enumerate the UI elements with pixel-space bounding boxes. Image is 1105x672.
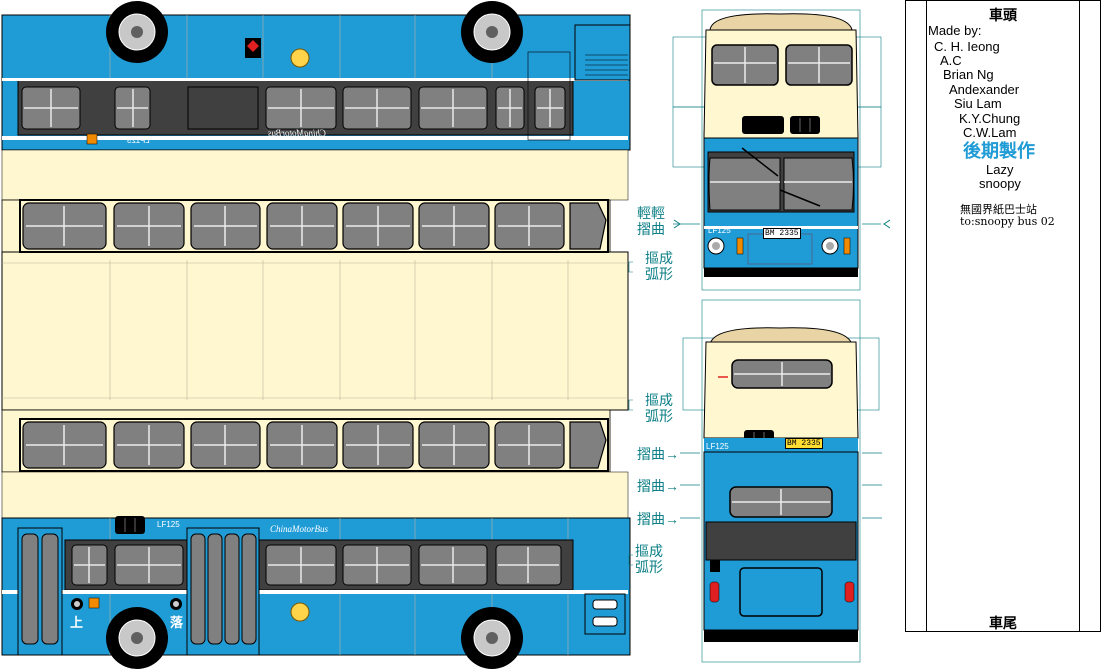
author-5: Siu Lam: [954, 96, 1002, 111]
rear-view: [680, 299, 882, 663]
author-7: C.W.Lam: [963, 125, 1017, 140]
author-3: Brian Ng: [943, 67, 994, 82]
rear-fleet-number: LF125: [706, 442, 729, 451]
note-curve-2: 摳成 弧形: [645, 392, 673, 424]
company-emblem-top: [290, 48, 310, 68]
company-emblem-bottom: [290, 602, 310, 622]
note-fold-3: 摺曲→: [637, 511, 679, 527]
rear-plate: BM 2335: [785, 438, 823, 449]
author-4: Andexander: [949, 82, 1020, 97]
door-boarding-label: 上: [70, 615, 84, 630]
post-author-2: snoopy: [979, 176, 1021, 191]
wheel-bottom-left: [106, 607, 168, 669]
brand-upper-mirror: ChinaMotorBus: [268, 128, 327, 138]
rear-door: [186, 527, 260, 656]
wheel-top-left: [106, 1, 168, 63]
front-plate: BM 2335: [763, 228, 801, 239]
note-light-fold: 輕輕 摺曲: [637, 205, 665, 237]
post-author-1: Lazy: [986, 162, 1014, 177]
site-name: 無國界紙巴士站: [960, 203, 1037, 216]
credits-panel: 車頭 Made by: C. H. Ieong A.C Brian Ng And…: [905, 0, 1101, 632]
roof-panel: [1, 251, 629, 411]
wheel-bottom-right: [461, 607, 523, 669]
cream-belt-upper: [1, 149, 629, 201]
front-view: [672, 9, 891, 291]
note-curve-3: 摳成 弧形: [635, 543, 663, 575]
author-6: K.Y.Chung: [959, 111, 1021, 126]
author-2: A.C: [940, 53, 962, 68]
front-door: [17, 527, 63, 656]
fleet-number-lower: LF125: [157, 520, 180, 529]
note-curve-1: 摳成 弧形: [645, 250, 673, 282]
fleet-number-upper: LF125: [127, 136, 150, 145]
door-alighting-label: 落: [170, 615, 184, 630]
post-production-label: 後期製作: [963, 141, 1035, 161]
site-sub: to:snoopy bus 02: [960, 215, 1055, 228]
made-by-label: Made by:: [928, 23, 982, 38]
rear-title: 車尾: [989, 615, 1017, 631]
front-title: 車頭: [989, 7, 1017, 23]
cream-belt-lower: [1, 471, 629, 519]
front-fleet-number: LF125: [708, 226, 731, 235]
author-1: C. H. Ieong: [934, 39, 1000, 54]
note-fold-1: 摺曲→: [637, 446, 679, 462]
brand-lower: ChinaMotorBus: [270, 524, 329, 534]
wheel-top-right: [461, 1, 523, 63]
note-fold-2: 摺曲→: [637, 478, 679, 494]
